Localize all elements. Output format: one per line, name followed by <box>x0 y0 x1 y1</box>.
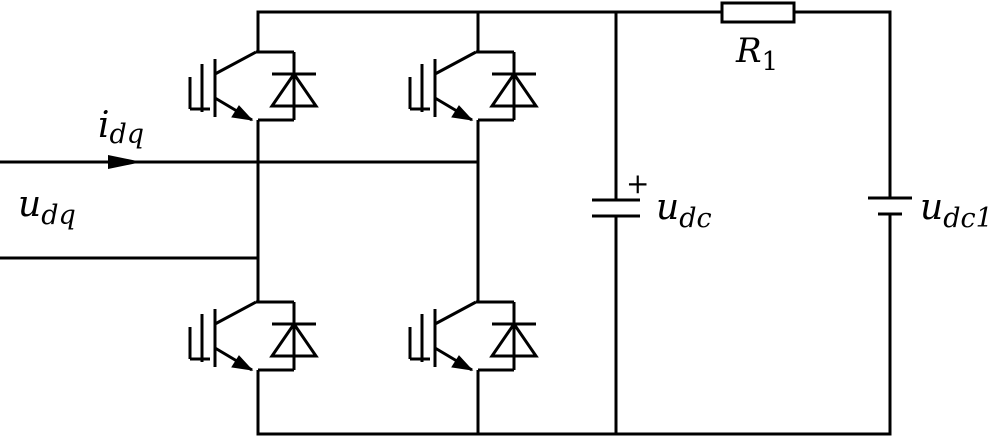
current-label: idq <box>98 105 144 150</box>
switch-leg2-upper <box>408 38 538 132</box>
resistor-label: R1 <box>735 31 778 77</box>
switch-leg1-lower <box>188 288 318 382</box>
dc-source <box>868 196 912 216</box>
voltage-label: udq <box>18 184 76 231</box>
switch-leg1-upper <box>188 38 318 132</box>
source-voltage-label: udc1 <box>920 187 993 234</box>
resistor-r1 <box>720 1 796 24</box>
current-arrow-icon <box>108 155 142 169</box>
wiring <box>0 10 892 436</box>
dc-link-capacitor <box>592 198 640 218</box>
capacitor-voltage-label: udc <box>656 187 712 234</box>
switch-leg2-lower <box>408 288 538 382</box>
capacitor-plus-sign: + <box>626 167 649 200</box>
